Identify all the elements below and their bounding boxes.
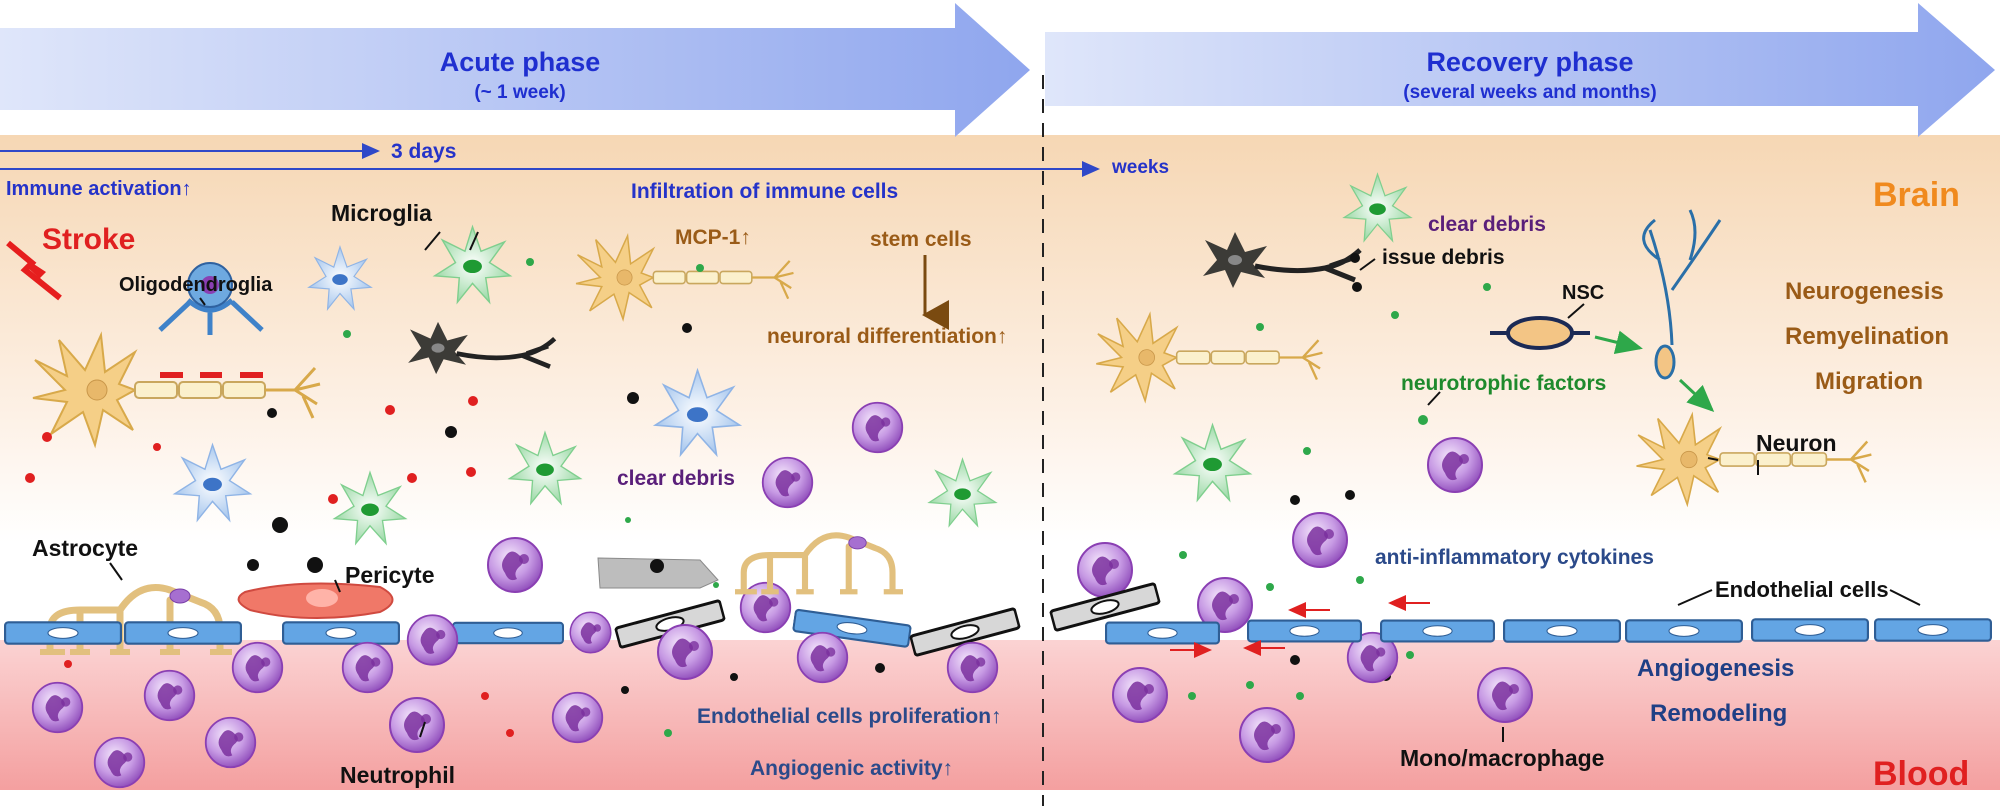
stem-cells-label: stem cells — [870, 228, 972, 251]
timeline-3-days: 3 days — [391, 140, 457, 163]
infiltration-label: Infiltration of immune cells — [631, 180, 899, 203]
remyelination-label: Remyelination — [1785, 323, 1950, 350]
endothelial-proliferation-label: Endothelial cells proliferation↑ — [697, 705, 1002, 728]
microglia-label: Microglia — [331, 200, 432, 226]
nsc-label: NSC — [1562, 282, 1605, 304]
angiogenesis-label: Angiogenesis — [1637, 655, 1795, 682]
neurotrophic-factors-label: neurotrophic factors — [1401, 372, 1607, 395]
astrocyte-label: Astrocyte — [32, 535, 139, 561]
immune-activation-label: Immune activation↑ — [6, 178, 192, 200]
acute-phase-subtitle: (~ 1 week) — [474, 82, 566, 103]
recovery-clear-debris-label: clear debris — [1428, 213, 1546, 236]
angiogenic-activity-label: Angiogenic activity↑ — [750, 757, 954, 780]
pericyte-label: Pericyte — [345, 562, 435, 588]
stroke-label: Stroke — [42, 223, 136, 256]
migration-label: Migration — [1815, 368, 1923, 395]
neuronal-differentiation-label: neuroral differentiation↑ — [767, 325, 1008, 348]
neutrophil-label: Neutrophil — [340, 762, 455, 788]
anti-inflammatory-label: anti-inflammatory cytokines — [1375, 546, 1654, 569]
oligodendroglia-label: Oligodendroglia — [119, 274, 273, 296]
issue-debris-label: issue debris — [1382, 246, 1505, 269]
neuron-label: Neuron — [1756, 430, 1837, 456]
endothelial-cells-label: Endothelial cells — [1715, 577, 1889, 602]
remodeling-label: Remodeling — [1650, 700, 1788, 727]
neurogenesis-label: Neurogenesis — [1785, 278, 1944, 305]
acute-clear-debris-label: clear debris — [617, 467, 735, 490]
macrophage-label: Mono/macrophage — [1400, 745, 1605, 771]
mcp1-label: MCP-1↑ — [675, 226, 751, 249]
recovery-phase-subtitle: (several weeks and months) — [1403, 82, 1657, 103]
timeline-weeks: weeks — [1112, 157, 1170, 178]
region-blood-label: Blood — [1873, 755, 1970, 793]
acute-phase-title: Acute phase — [439, 47, 601, 77]
region-brain-label: Brain — [1873, 176, 1960, 214]
recovery-phase-title: Recovery phase — [1426, 47, 1634, 77]
